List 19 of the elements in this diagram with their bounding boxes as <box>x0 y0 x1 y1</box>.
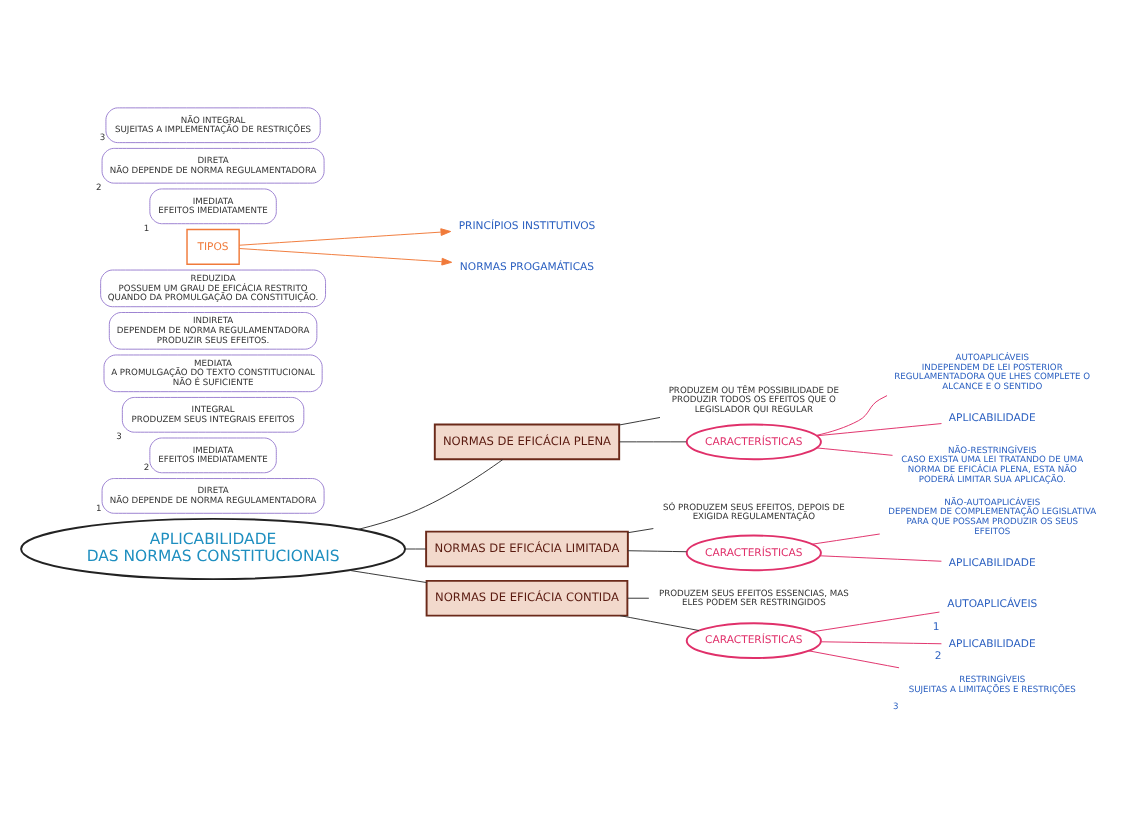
connector <box>811 532 881 544</box>
connector <box>348 568 428 583</box>
connector <box>627 596 650 598</box>
connector <box>815 394 888 435</box>
connector <box>820 640 942 644</box>
connector <box>619 614 700 630</box>
arrow <box>238 227 452 245</box>
connector <box>404 547 427 549</box>
connector <box>627 527 654 533</box>
connector <box>816 446 893 455</box>
connector <box>357 458 504 529</box>
arrow <box>238 247 453 265</box>
connector <box>819 554 942 561</box>
connector <box>627 549 687 552</box>
connector <box>816 422 942 436</box>
connector <box>808 649 900 668</box>
connector <box>618 440 687 442</box>
connector <box>811 610 940 632</box>
connector <box>618 416 661 425</box>
